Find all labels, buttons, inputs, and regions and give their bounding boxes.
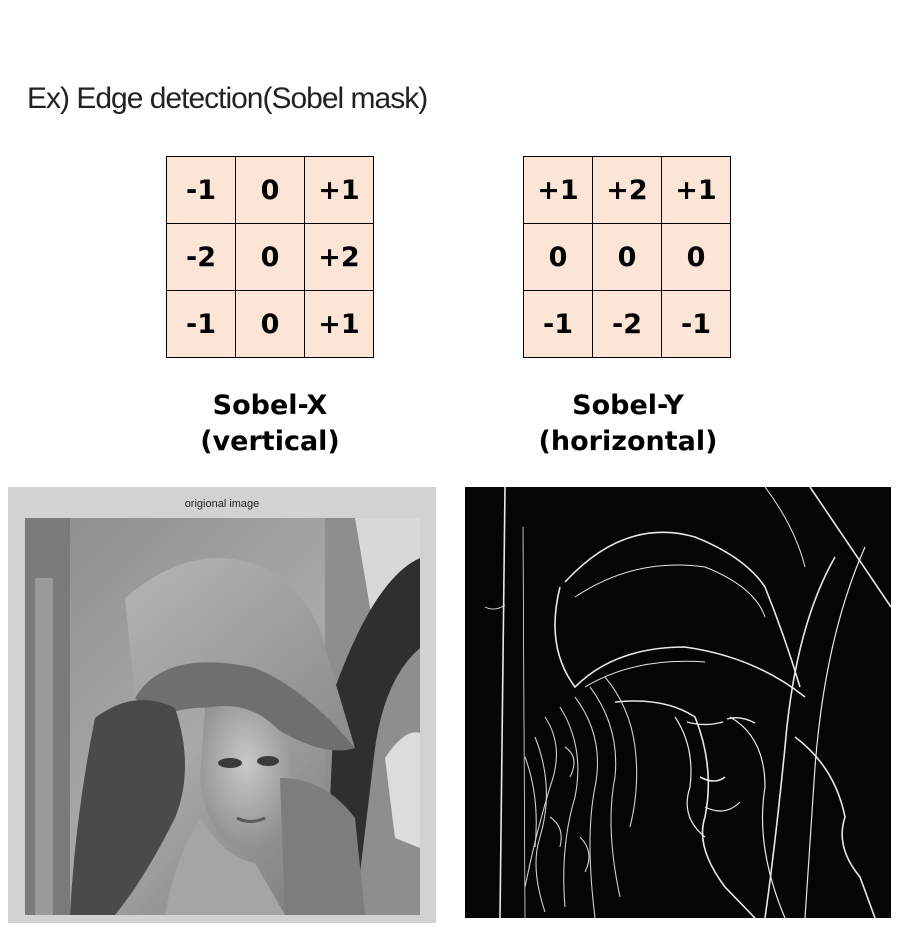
kernel-cell: +1 [523,156,593,224]
kernel-cell: 0 [235,156,305,224]
sobel-x-caption-name: Sobel-X [212,390,328,421]
kernel-cell: +1 [661,156,731,224]
original-image-panel: origional image [8,487,436,923]
sobel-edge-image [465,487,891,918]
original-photo [25,518,420,915]
kernel-cell: -1 [166,156,236,224]
kernel-row: -1 0 +1 [166,290,374,358]
kernel-row: 0 0 0 [523,223,731,291]
kernel-row: -2 0 +2 [166,223,374,291]
sobel-x-kernel: -1 0 +1 -2 0 +2 -1 0 +1 [166,156,374,358]
slide-title: Ex) Edge detection(Sobel mask) [27,82,428,115]
kernel-cell: 0 [235,223,305,291]
kernel-cell: -2 [166,223,236,291]
kernel-cell: -1 [523,290,593,358]
kernel-cell: +1 [304,156,374,224]
sobel-y-kernel: +1 +2 +1 0 0 0 -1 -2 -1 [523,156,731,358]
kernel-row: +1 +2 +1 [523,156,731,224]
kernel-row: -1 0 +1 [166,156,374,224]
kernel-cell: 0 [523,223,593,291]
kernel-cell: 0 [235,290,305,358]
kernel-cell: -1 [661,290,731,358]
original-image-caption: origional image [184,498,260,510]
sobel-y-caption-name: Sobel-Y [572,390,684,421]
kernel-cell: +1 [304,290,374,358]
kernel-cell: 0 [661,223,731,291]
kernel-cell: 0 [592,223,662,291]
sobel-x-caption: Sobel-X (vertical) [170,388,370,460]
sobel-y-caption: Sobel-Y (horizontal) [520,388,736,460]
kernel-row: -1 -2 -1 [523,290,731,358]
sobel-y-caption-direction: (horizontal) [538,426,718,457]
kernel-cell: -1 [166,290,236,358]
kernel-cell: +2 [304,223,374,291]
kernel-cell: -2 [592,290,662,358]
edge-result-panel [465,487,891,918]
sobel-x-caption-direction: (vertical) [200,426,340,457]
kernel-cell: +2 [592,156,662,224]
